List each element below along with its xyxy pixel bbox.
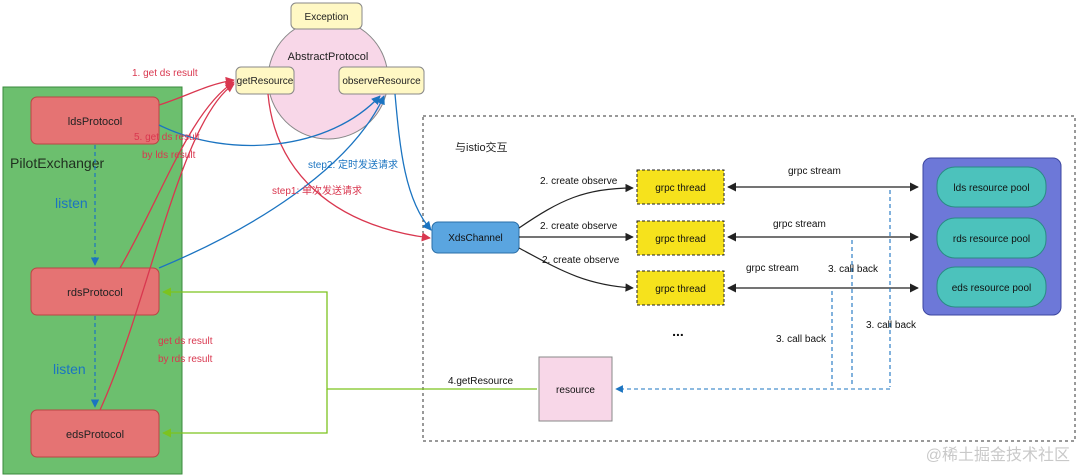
lds-resource-pool bbox=[936, 166, 1047, 208]
label-call-back-c: 3. call back bbox=[776, 334, 827, 345]
resource-node bbox=[538, 356, 613, 422]
istio-interaction-region bbox=[422, 115, 1076, 442]
eds-protocol-node bbox=[30, 409, 160, 458]
get-resource-label: getResource bbox=[237, 76, 294, 87]
edge-rds-observe-resource bbox=[158, 95, 385, 269]
grpc-thread-2 bbox=[636, 220, 725, 256]
eds-protocol-label: edsProtocol bbox=[66, 429, 124, 441]
label-grpc-stream-2: grpc stream bbox=[773, 219, 826, 230]
istio-region-label: 与istio交互 bbox=[455, 140, 508, 154]
pilot-exchanger-label: PilotExchanger bbox=[10, 155, 105, 171]
label-get-ds-result-5-line2: by lds result bbox=[142, 150, 196, 161]
get-resource-method bbox=[235, 66, 295, 95]
label-step2: step2: 定时发送请求 bbox=[308, 158, 398, 171]
exception-box bbox=[290, 2, 363, 30]
edge-resource-to-rds bbox=[162, 287, 537, 390]
eds-resource-pool-label: eds resource pool bbox=[952, 283, 1032, 294]
label-create-observe-3: 2. create observe bbox=[542, 255, 620, 266]
observe-resource-label: observeResource bbox=[342, 76, 421, 87]
rds-resource-pool-label: rds resource pool bbox=[953, 234, 1030, 245]
label-create-observe-2: 2. create observe bbox=[540, 221, 618, 232]
label-call-back-a: 3. call back bbox=[828, 264, 879, 275]
label-get-resource-4: 4.getResource bbox=[448, 376, 513, 387]
label-get-ds-result-rds-line2: by rds result bbox=[158, 354, 213, 365]
label-get-ds-result-rds-line1: get ds result bbox=[158, 336, 213, 347]
label-call-back-b: 3. call back bbox=[866, 320, 917, 331]
abstract-protocol-label: AbstractProtocol bbox=[288, 51, 369, 63]
edge-xds-grpc-thread-3 bbox=[518, 247, 634, 292]
edge-eds-get-resource bbox=[99, 83, 235, 411]
lds-protocol-node bbox=[30, 96, 160, 145]
grpc-thread-3-label: grpc thread bbox=[655, 284, 706, 295]
edge-lds-observe-resource bbox=[158, 95, 381, 147]
xds-channel-label: XdsChannel bbox=[448, 233, 502, 244]
rds-protocol-node bbox=[30, 267, 160, 316]
label-grpc-stream-1: grpc stream bbox=[788, 166, 841, 177]
exception-label: Exception bbox=[305, 12, 349, 23]
label-create-observe-1: 2. create observe bbox=[540, 176, 618, 187]
label-get-ds-result-1: 1. get ds result bbox=[132, 68, 198, 79]
listen-label-2: listen bbox=[53, 361, 86, 377]
lds-protocol-label: ldsProtocol bbox=[68, 116, 122, 128]
grpc-thread-3 bbox=[636, 270, 725, 306]
watermark: @稀土掘金技术社区 bbox=[926, 446, 1070, 464]
edge-rds-get-resource bbox=[119, 81, 235, 269]
observe-resource-method bbox=[338, 66, 425, 95]
rds-resource-pool bbox=[936, 217, 1047, 259]
eds-resource-pool bbox=[936, 266, 1047, 308]
grpc-thread-2-label: grpc thread bbox=[655, 234, 706, 245]
listen-label-1: listen bbox=[55, 195, 88, 211]
lds-resource-pool-label: lds resource pool bbox=[953, 183, 1029, 194]
grpc-thread-1-label: grpc thread bbox=[655, 183, 706, 194]
edge-step1-get-resource-xds bbox=[267, 93, 431, 242]
label-grpc-stream-3: grpc stream bbox=[746, 263, 799, 274]
ellipsis: ... bbox=[672, 323, 684, 339]
resource-label: resource bbox=[556, 385, 595, 396]
edge-resource-to-eds bbox=[162, 389, 328, 438]
rds-protocol-label: rdsProtocol bbox=[67, 287, 123, 299]
edge-step2-observe-resource-xds bbox=[394, 93, 432, 231]
grpc-thread-1 bbox=[636, 169, 725, 205]
label-step1: step1: 单次发送请求 bbox=[272, 184, 362, 197]
edge-xds-grpc-thread-1 bbox=[518, 183, 634, 229]
label-get-ds-result-5-line1: 5. get ds result bbox=[134, 132, 200, 143]
